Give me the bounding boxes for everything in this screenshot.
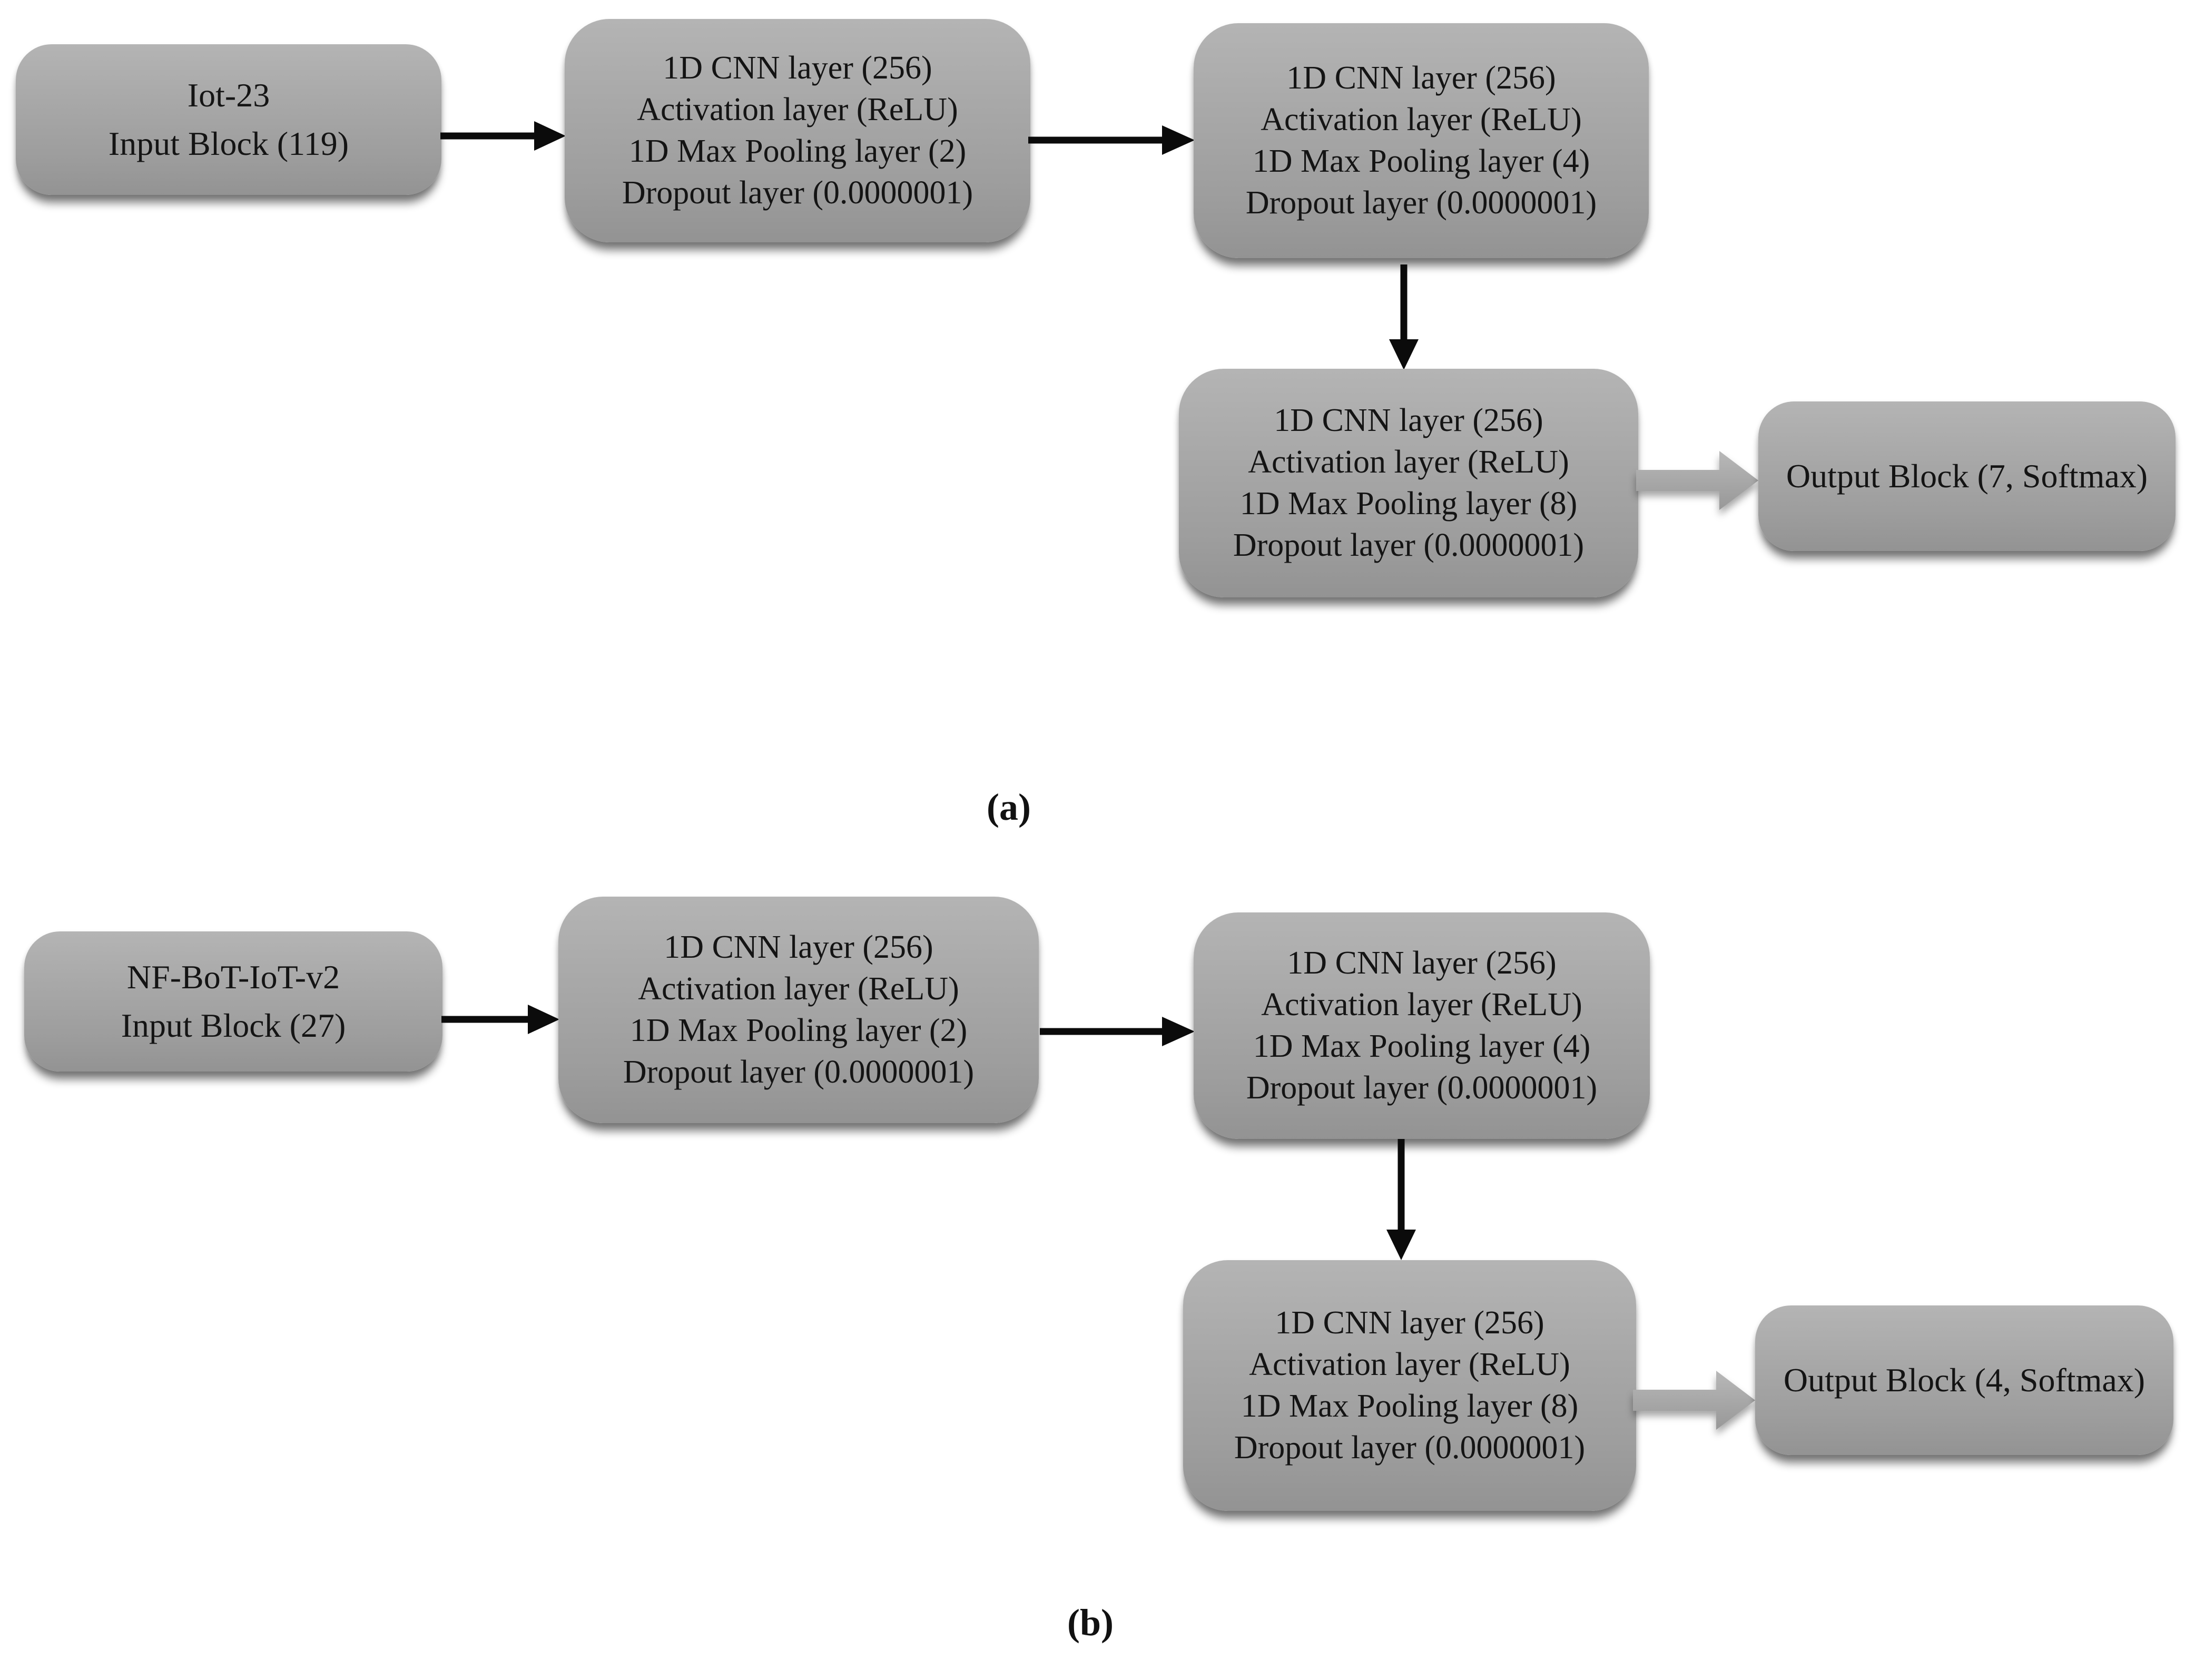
cnn-line: 1D CNN layer (256) (663, 50, 932, 86)
arrow-a-cnn3-to-output-icon (1636, 451, 1758, 510)
cnn-line: Dropout layer (0.0000001) (1234, 1430, 1586, 1466)
arrow-b-cnn2-to-cnn3-icon (1386, 1139, 1416, 1260)
cnn-line: Activation layer (ReLU) (1249, 1347, 1570, 1382)
panel-b-input-block: NF-BoT-IoT-v2 Input Block (27) (24, 931, 442, 1072)
cnn-line: Activation layer (ReLU) (1261, 987, 1582, 1023)
cnn-line: 1D CNN layer (256) (664, 929, 933, 965)
panel-b-caption: (b) (1067, 1602, 1114, 1644)
input-block-subtitle: Input Block (27) (121, 1007, 346, 1044)
cnn-line: Dropout layer (0.0000001) (1246, 1070, 1598, 1106)
cnn-line: Activation layer (ReLU) (638, 971, 959, 1007)
input-block-title: NF-BoT-IoT-v2 (126, 958, 340, 996)
arrow-b-cnn1-to-cnn2-icon (1040, 1017, 1195, 1046)
output-block-label: Output Block (7, Softmax) (1786, 457, 2148, 495)
cnn-line: Dropout layer (0.0000001) (1245, 185, 1597, 221)
cnn-line: 1D CNN layer (256) (1274, 402, 1543, 438)
cnn-line: 1D Max Pooling layer (2) (629, 1013, 968, 1048)
arrow-b-cnn3-to-output-icon (1633, 1371, 1755, 1430)
cnn-line: Dropout layer (0.0000001) (623, 1054, 975, 1090)
input-block-title: Iot-23 (187, 76, 270, 114)
cnn-line: Activation layer (ReLU) (1261, 102, 1582, 137)
cnn-line: 1D Max Pooling layer (8) (1239, 486, 1578, 522)
cnn-line: 1D CNN layer (256) (1286, 60, 1556, 96)
cnn-line: 1D CNN layer (256) (1287, 945, 1557, 981)
panel-a-cnn-block-1: 1D CNN layer (256) Activation layer (ReL… (565, 19, 1030, 242)
panel-a-input-block: Iot-23 Input Block (119) (16, 44, 441, 195)
arrow-b-input-to-cnn1-icon (441, 1005, 559, 1034)
panel-b-cnn-block-1: 1D CNN layer (256) Activation layer (ReL… (558, 897, 1039, 1123)
panel-a-output-block: Output Block (7, Softmax) (1758, 401, 2176, 551)
panel-a-cnn-block-2: 1D CNN layer (256) Activation layer (ReL… (1194, 23, 1649, 258)
arrow-a-input-to-cnn1-icon (440, 121, 566, 151)
cnn-line: 1D Max Pooling layer (4) (1252, 143, 1590, 179)
panel-b-cnn-block-3: 1D CNN layer (256) Activation layer (ReL… (1183, 1260, 1636, 1511)
cnn-line: Activation layer (ReLU) (637, 92, 958, 127)
cnn-line: Activation layer (ReLU) (1248, 444, 1569, 480)
panel-a-caption: (a) (987, 786, 1031, 828)
cnn-line: 1D CNN layer (256) (1275, 1305, 1544, 1341)
arrow-a-cnn1-to-cnn2-icon (1028, 125, 1195, 155)
cnn-line: Dropout layer (0.0000001) (622, 175, 973, 211)
output-block-label: Output Block (4, Softmax) (1783, 1361, 2145, 1399)
panel-b-cnn-block-2: 1D CNN layer (256) Activation layer (ReL… (1194, 912, 1650, 1139)
panel-a-cnn-block-3: 1D CNN layer (256) Activation layer (ReL… (1179, 369, 1638, 597)
panel-b-output-block: Output Block (4, Softmax) (1755, 1305, 2173, 1455)
cnn-line: 1D Max Pooling layer (8) (1241, 1388, 1579, 1424)
cnn-line: 1D Max Pooling layer (4) (1253, 1028, 1591, 1064)
arrow-a-cnn2-to-cnn3-icon (1389, 264, 1419, 370)
cnn-line: Dropout layer (0.0000001) (1233, 527, 1584, 563)
input-block-subtitle: Input Block (119) (108, 125, 349, 162)
cnn-line: 1D Max Pooling layer (2) (628, 133, 967, 169)
